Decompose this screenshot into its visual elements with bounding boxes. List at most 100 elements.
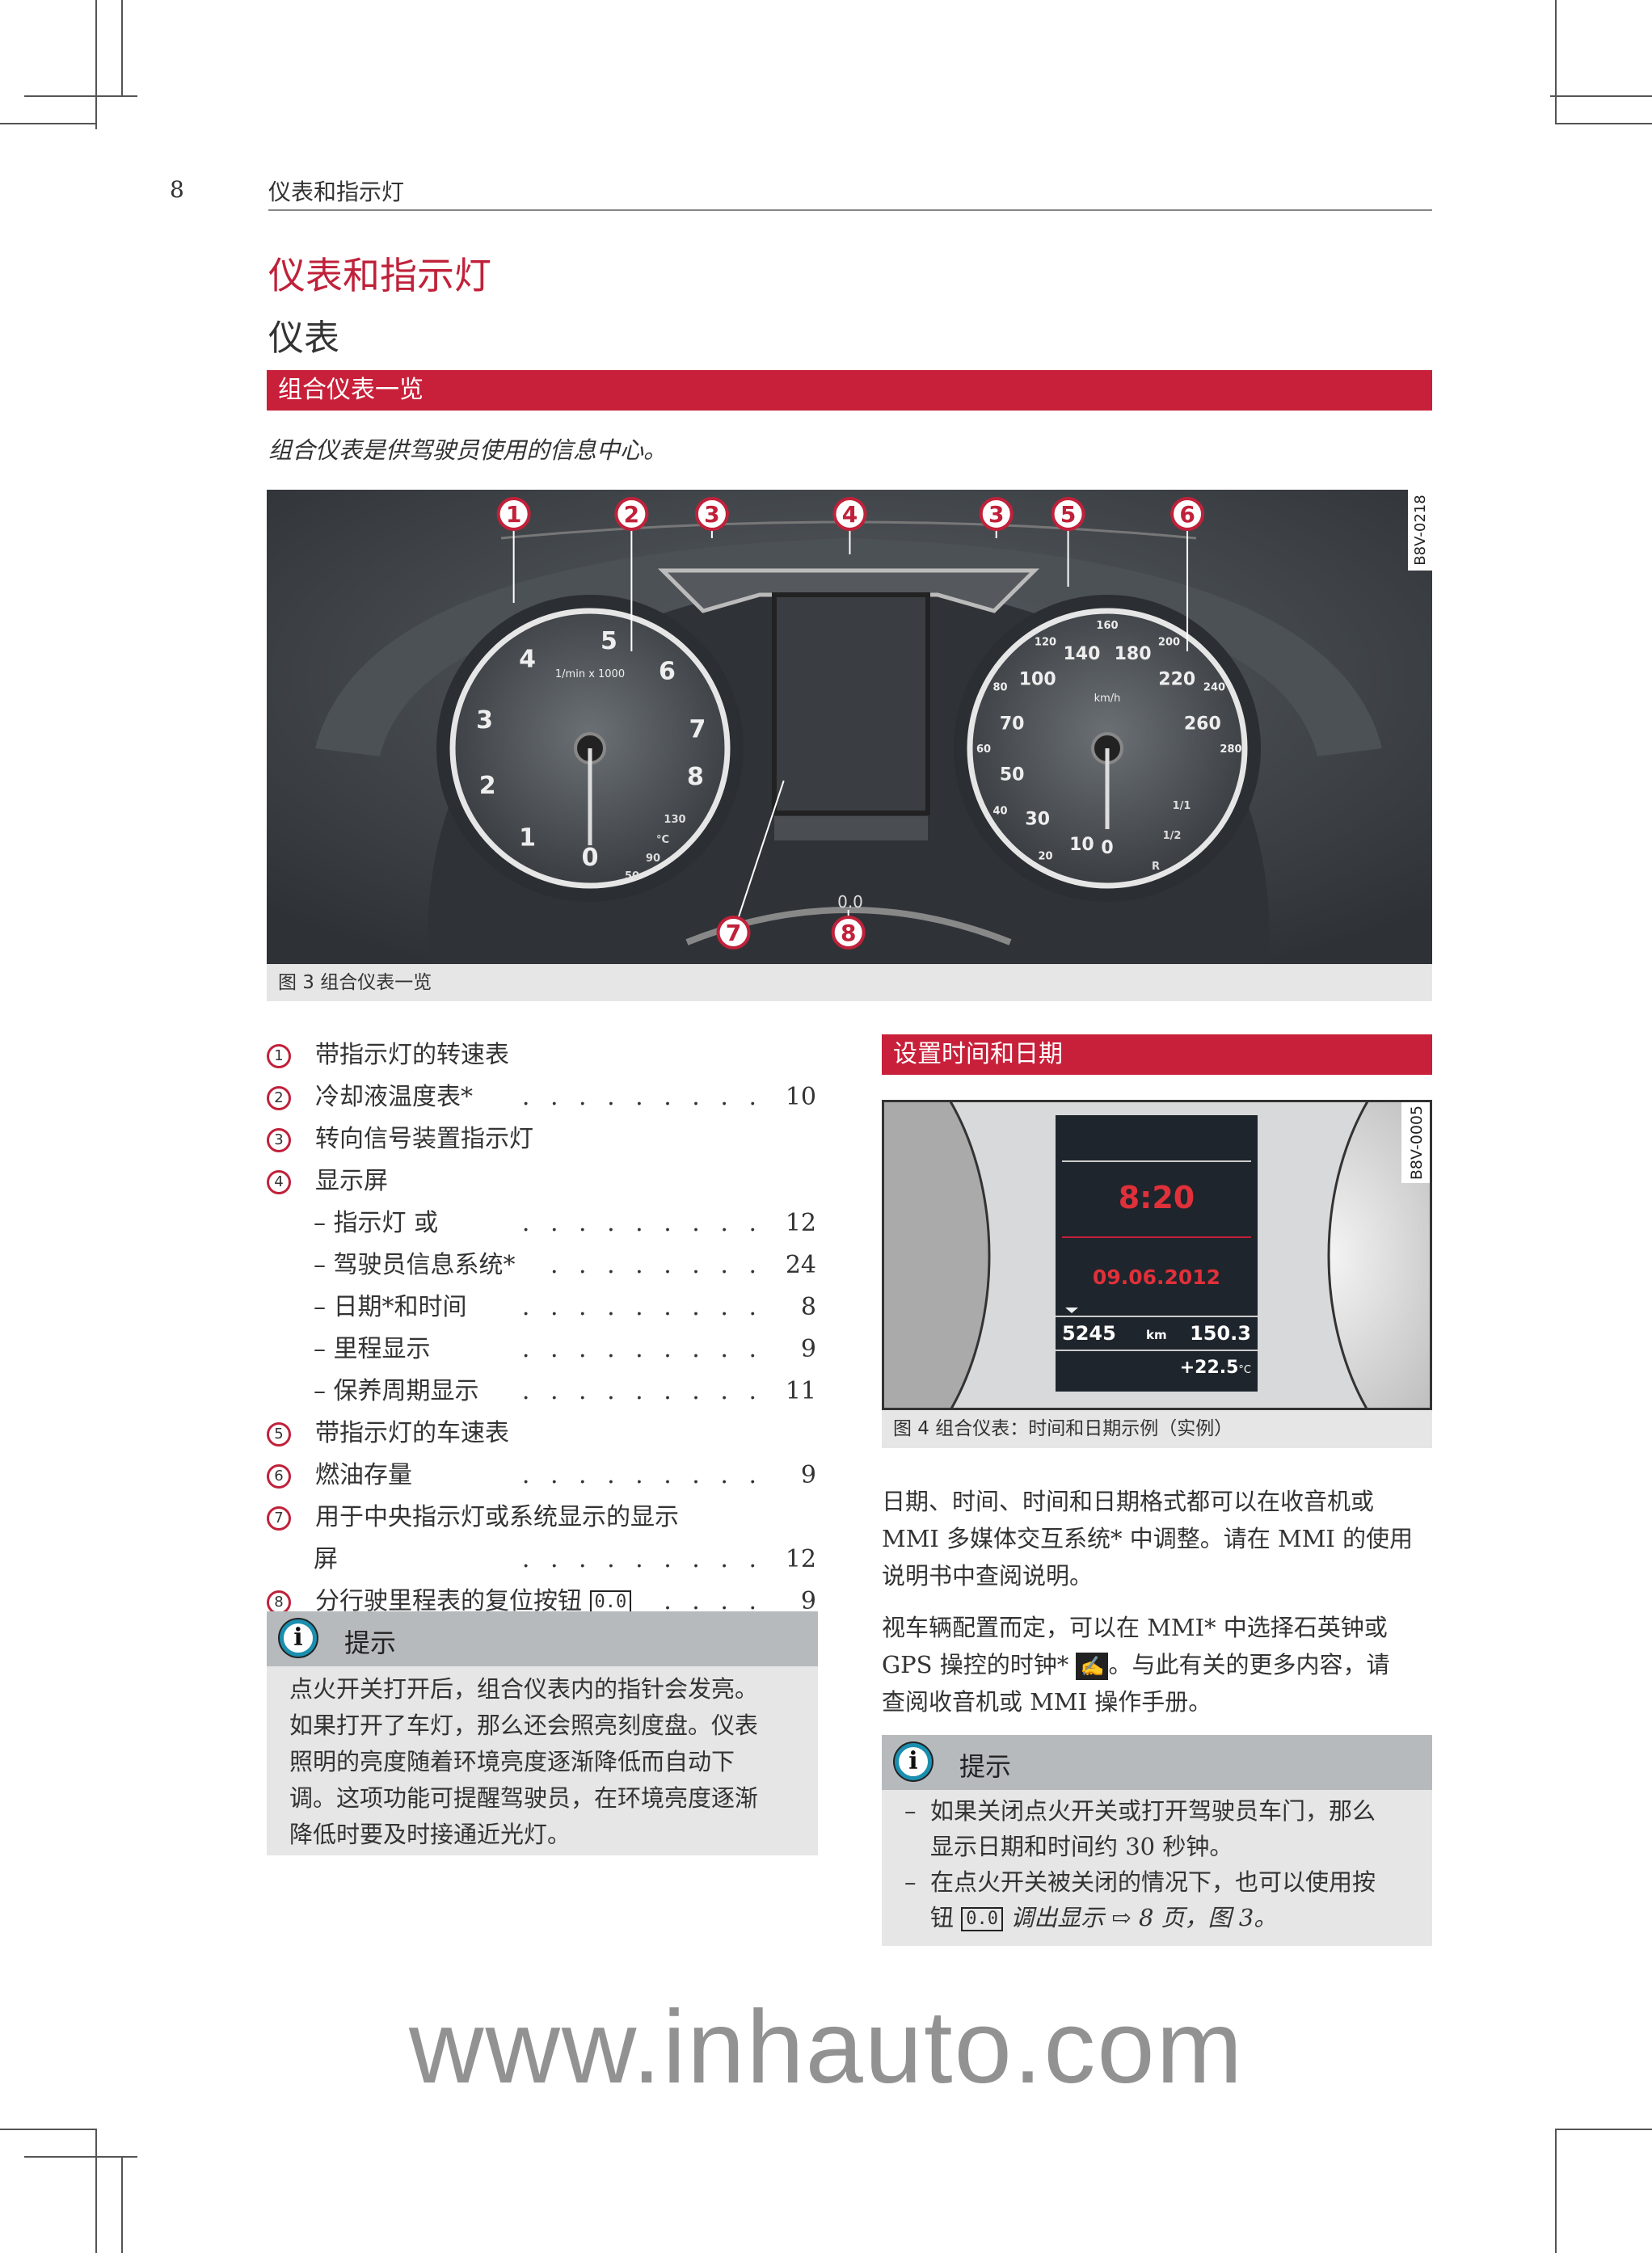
callout-4: 4 bbox=[832, 497, 867, 554]
crop-mark bbox=[0, 123, 95, 124]
gauge-label: 120 bbox=[1035, 636, 1056, 648]
callout-number: 4 bbox=[842, 501, 858, 528]
text-line: 视车辆配置而定，可以在 MMI* 中选择石英钟或 bbox=[882, 1614, 1388, 1641]
text-line: 日期、时间、时间和日期格式都可以在收音机或 bbox=[882, 1488, 1375, 1515]
callout-number: 2 bbox=[624, 501, 639, 528]
legend-item: 屏. . . . . . . . .12 bbox=[267, 1539, 816, 1581]
callout-number: 3 bbox=[704, 501, 719, 528]
note-line: 如果打开了车灯，那么还会照亮刻度盘。仪表 bbox=[289, 1712, 759, 1739]
page-reference[interactable]: 9 bbox=[800, 1461, 816, 1489]
page-reference[interactable]: 9 bbox=[800, 1587, 816, 1615]
page-reference[interactable]: 12 bbox=[785, 1209, 816, 1237]
gauge-label: 140 bbox=[1063, 644, 1100, 664]
legend-text: 分行驶里程表的复位按钮 0.0 bbox=[315, 1581, 632, 1623]
legend-text: – 指示灯 或 bbox=[314, 1209, 439, 1237]
header-rule bbox=[268, 209, 1432, 211]
chapter-title: 仪表和指示灯 bbox=[268, 254, 491, 297]
gauge-label: 180 bbox=[1115, 644, 1152, 664]
gauge-label: 30 bbox=[1025, 809, 1050, 829]
leader-dots: . . . . . . . . . bbox=[521, 1335, 763, 1363]
fuel-label-reserve: R bbox=[1152, 861, 1160, 873]
note-line: 点火开关打开后，组合仪表内的指针会发亮。 bbox=[289, 1675, 759, 1703]
crop-mark bbox=[121, 0, 123, 95]
figure-4-time-date-display: B8V-0005 8:20 09.06.2012 5245 km 150.3 +… bbox=[882, 1100, 1432, 1410]
gauge-label: 4 bbox=[519, 645, 536, 673]
leader-dots: . . . . . . . . . bbox=[649, 1587, 763, 1615]
legend-text: 用于中央指示灯或系统显示的显示 bbox=[315, 1503, 679, 1531]
legend-item: 2 冷却液温度表* . . . . . . . . . 10 bbox=[267, 1076, 816, 1118]
figure-3-caption: 图 3 组合仪表一览 bbox=[267, 964, 1432, 1001]
legend-text: 燃油存量 bbox=[315, 1461, 412, 1489]
date: 09.06.2012 bbox=[1092, 1265, 1221, 1289]
trip-reset-key: 0.0 bbox=[589, 1590, 632, 1615]
legend-item: – 日期*和时间. . . . . . . . .8 bbox=[267, 1287, 816, 1329]
callout-2: 2 bbox=[614, 497, 649, 651]
lcd-screen: 8:20 09.06.2012 5245 km 150.3 +22.5°C bbox=[1056, 1115, 1258, 1392]
legend-item: – 里程显示 . . . . . . . . . 9 bbox=[267, 1329, 816, 1371]
gauge-label: 160 bbox=[1096, 620, 1118, 632]
legend-text: – 驾驶员信息系统* bbox=[314, 1251, 516, 1279]
callout-number: 5 bbox=[1060, 501, 1076, 528]
crop-mark bbox=[24, 2156, 137, 2158]
odometer: 5245 bbox=[1062, 1322, 1116, 1345]
figure-code: B8V-0005 bbox=[1408, 1105, 1426, 1180]
page-reference[interactable]: 10 bbox=[785, 1083, 816, 1111]
fuel-label-full: 1/1 bbox=[1173, 800, 1191, 812]
crop-mark bbox=[1555, 2129, 1557, 2253]
callout-number: 6 bbox=[267, 1464, 291, 1489]
text-line: 查阅收音机或 MMI 操作手册。 bbox=[882, 1688, 1212, 1716]
section-title: 仪表 bbox=[268, 318, 339, 359]
callout-3: 3 bbox=[979, 497, 1014, 538]
leader-dots: . . . . . . . . . bbox=[521, 1377, 763, 1405]
leader-dots: . . . . . . . . . bbox=[533, 1251, 763, 1279]
figure-code: B8V-0218 bbox=[1412, 495, 1429, 565]
paragraph-clock-options: 视车辆配置而定，可以在 MMI* 中选择石英钟或 GPS 操控的时钟* ✍。与此… bbox=[882, 1609, 1433, 1720]
page-reference[interactable]: 9 bbox=[800, 1335, 816, 1363]
lead-text: 组合仪表是供驾驶员使用的信息中心。 bbox=[268, 436, 668, 464]
note-title: 提示 bbox=[959, 1751, 1012, 1782]
callout-number: 1 bbox=[506, 501, 521, 528]
gauge-label: 40 bbox=[992, 806, 1007, 818]
note-line: 调。这项功能可提醒驾驶员，在环境亮度逐渐 bbox=[289, 1784, 759, 1812]
leader-dots: . . . . . . . . . bbox=[521, 1083, 763, 1111]
callout-number: 7 bbox=[726, 920, 741, 946]
page-reference[interactable]: 12 bbox=[785, 1545, 816, 1573]
gauge-label: 0 bbox=[582, 844, 599, 872]
note-line: 照明的亮度随着环境亮度逐渐降低而自动下 bbox=[289, 1748, 735, 1775]
fuel-gauge: 1/1 1/2 R bbox=[1152, 800, 1191, 873]
text-line: 说明书中查阅说明。 bbox=[882, 1562, 1094, 1590]
trip-reset-label: 0.0 bbox=[837, 892, 863, 912]
legend-text: – 里程显示 bbox=[314, 1335, 431, 1363]
triangle-down-icon bbox=[1065, 1308, 1078, 1313]
leader-dots: . . . . . . . . . bbox=[521, 1209, 763, 1237]
crop-mark bbox=[1555, 2129, 1652, 2130]
crop-mark bbox=[0, 2129, 95, 2130]
paragraph-time-date-settings: 日期、时间、时间和日期格式都可以在收音机或 MMI 多媒体交互系统* 中调整。请… bbox=[882, 1483, 1433, 1594]
callout-number: 2 bbox=[267, 1086, 291, 1110]
callout-6: 6 bbox=[1170, 497, 1205, 651]
crop-mark bbox=[95, 2129, 97, 2253]
callout-8: 8 bbox=[831, 910, 866, 950]
page-reference[interactable]: 11 bbox=[785, 1377, 816, 1405]
tacho-unit: 1/min x 1000 bbox=[555, 668, 625, 680]
info-icon: i bbox=[280, 1619, 317, 1657]
legend-item: – 保养周期显示. . . . . . . . .11 bbox=[267, 1371, 816, 1413]
speedo-unit: km/h bbox=[1094, 693, 1121, 705]
callout-number: 5 bbox=[267, 1422, 291, 1447]
legend-text: 冷却液温度表* bbox=[315, 1083, 473, 1111]
page-reference[interactable]: 24 bbox=[785, 1251, 816, 1279]
callout-number: 1 bbox=[267, 1044, 291, 1068]
page-reference[interactable]: 8 bbox=[800, 1293, 816, 1321]
gauge-label: 20 bbox=[1038, 851, 1052, 863]
gauge-label: 80 bbox=[992, 682, 1007, 694]
gauge-label: 200 bbox=[1158, 636, 1180, 648]
callout-3: 3 bbox=[694, 497, 729, 538]
